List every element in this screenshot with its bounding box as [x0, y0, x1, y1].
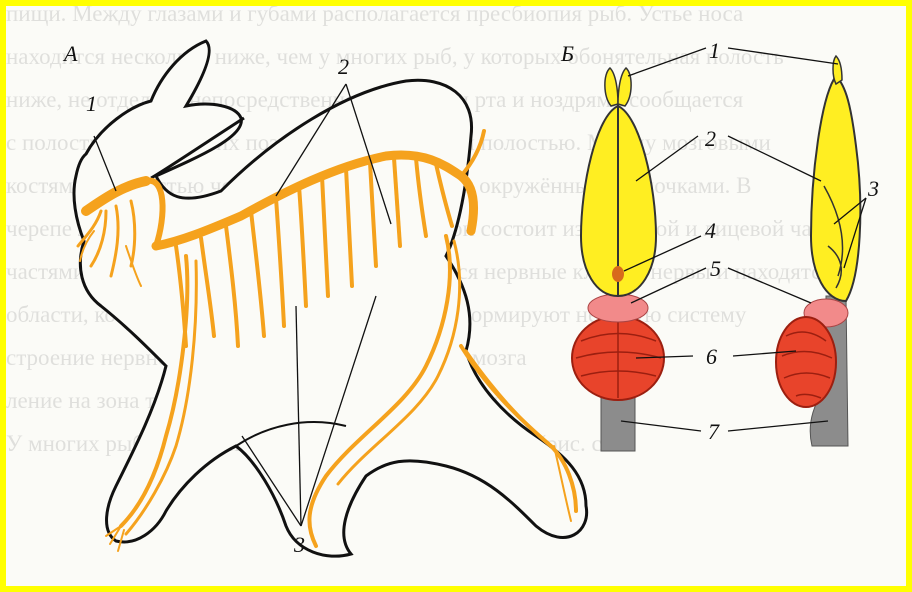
olfactory-bulb-left [605, 68, 618, 106]
medulla-dorsal [601, 396, 635, 451]
label-b-7: 7 [708, 419, 720, 444]
label-b-3: 3 [867, 176, 879, 201]
hemisphere-left [581, 106, 618, 296]
label-a-2: 2 [338, 54, 349, 79]
label-a-3: 3 [293, 532, 305, 557]
epiphysis [612, 266, 624, 282]
olfactory-bulb-lateral [833, 56, 842, 84]
hemisphere-right [618, 106, 656, 296]
label-a-1: 1 [86, 91, 97, 116]
brain-lateral [776, 56, 860, 446]
panel-label-b: Б [560, 41, 574, 66]
label-b-5: 5 [710, 256, 721, 281]
figure-frame: пищи. Между глазами и губами располагает… [6, 6, 906, 586]
panel-label-a: А [62, 41, 78, 66]
diagram-svg: А Б 1 2 3 1 2 3 4 5 6 7 [6, 6, 906, 586]
label-b-6: 6 [706, 344, 717, 369]
olfactory-bulb-right [618, 68, 631, 106]
midbrain-dorsal [588, 294, 648, 322]
label-b-1: 1 [709, 38, 720, 63]
hemisphere-lateral [811, 76, 860, 301]
label-b-4: 4 [705, 218, 716, 243]
rabbit-figure [74, 41, 587, 556]
cerebellum-lateral [776, 317, 836, 407]
label-b-2: 2 [705, 126, 716, 151]
